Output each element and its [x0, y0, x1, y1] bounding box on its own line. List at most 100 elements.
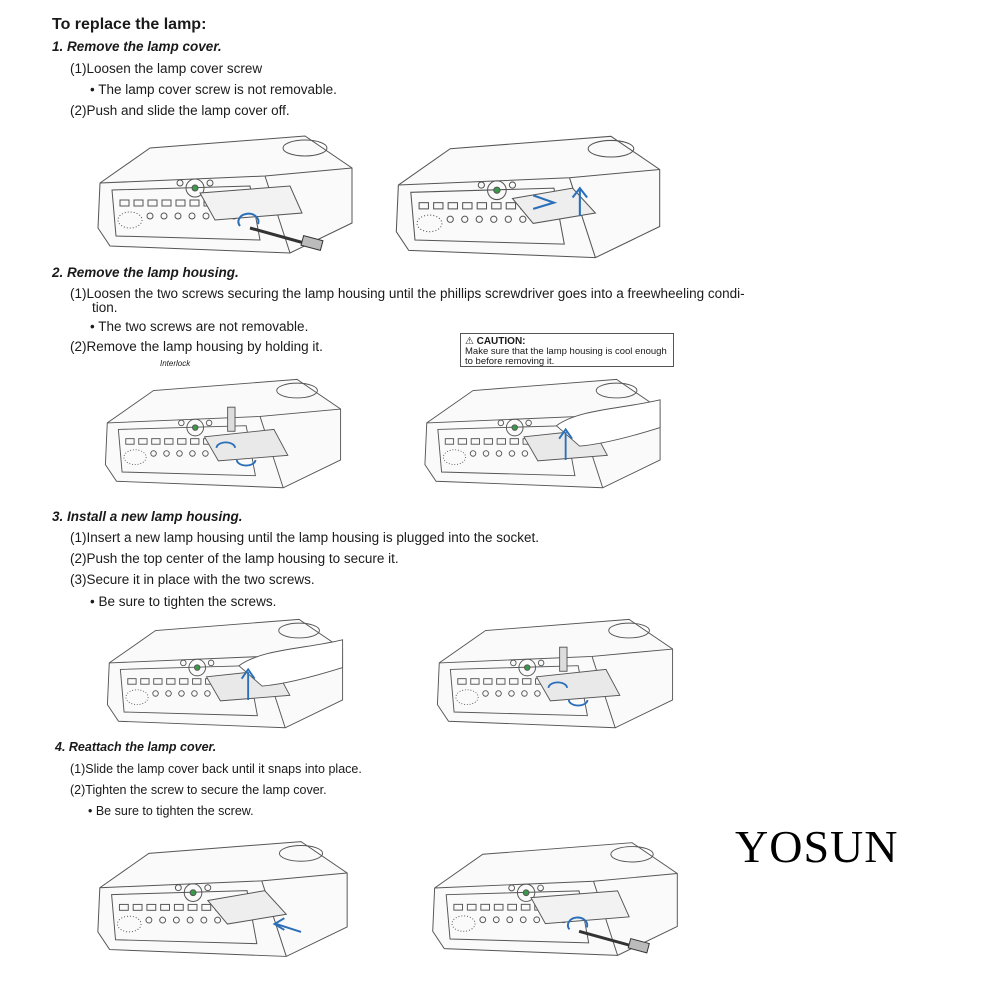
button	[508, 884, 516, 892]
port	[495, 690, 502, 697]
port	[192, 678, 202, 685]
watermark: YOSUN	[735, 821, 899, 872]
port	[175, 199, 186, 207]
button	[174, 884, 182, 892]
port	[166, 678, 176, 685]
port	[480, 903, 490, 911]
port	[495, 450, 503, 457]
port	[506, 916, 514, 924]
projector-illustration-7	[97, 841, 348, 957]
port	[145, 916, 153, 924]
lamp-housing	[535, 668, 621, 702]
hand	[238, 639, 344, 687]
port	[507, 903, 517, 911]
port	[160, 212, 168, 220]
screwdriver-handle	[300, 234, 324, 252]
port	[188, 212, 196, 220]
speaker-vent	[416, 214, 443, 233]
button	[206, 179, 214, 187]
step-3-line-1: (1)Insert a new lamp housing until the l…	[70, 530, 540, 545]
port	[496, 678, 506, 685]
port	[125, 438, 135, 445]
button	[508, 181, 517, 189]
projector-body	[106, 618, 344, 729]
step-2-heading: 2. Remove the lamp housing.	[52, 265, 239, 280]
speaker-vent	[451, 915, 476, 932]
port	[453, 903, 464, 911]
button	[510, 659, 517, 667]
port	[521, 450, 529, 457]
lens	[595, 382, 638, 399]
power-button	[191, 424, 199, 431]
port	[490, 215, 498, 223]
port	[457, 438, 468, 445]
projector-illustration-1	[97, 135, 353, 254]
port	[483, 678, 493, 685]
port	[179, 678, 189, 685]
warning-icon: ⚠	[465, 336, 474, 347]
rotate-arrow	[547, 681, 568, 689]
speaker-vent	[455, 689, 479, 706]
step-3-line-2: (2)Push the top center of the lamp housi…	[70, 551, 399, 566]
port	[418, 202, 429, 210]
port	[521, 690, 528, 697]
port	[202, 450, 209, 457]
projector-illustration-5	[106, 618, 344, 729]
control-pad	[505, 418, 524, 437]
control-pad	[518, 658, 537, 677]
push-arrow	[532, 194, 558, 210]
port	[140, 678, 150, 685]
lift-arrow	[240, 667, 256, 700]
rotate-arrow	[566, 916, 589, 930]
rotate-arrow	[215, 441, 236, 449]
power-button	[523, 664, 531, 671]
button	[178, 419, 185, 427]
button	[205, 419, 213, 427]
rotate-arrow	[237, 212, 260, 227]
power-button	[493, 186, 501, 194]
port	[446, 215, 454, 223]
speaker-vent	[125, 689, 149, 706]
port	[508, 450, 516, 457]
rotate-arrow	[567, 699, 589, 707]
port	[433, 202, 444, 210]
port	[533, 916, 541, 924]
step-4-line-2: (2)Tighten the screw to secure the lamp …	[70, 783, 327, 797]
port	[173, 903, 184, 911]
caution-title: CAUTION:	[476, 336, 526, 347]
projector-illustration-2	[395, 135, 661, 259]
port	[178, 690, 185, 697]
projector-illustration-6	[436, 618, 674, 729]
projector-illustration-8	[432, 842, 678, 956]
power-button	[511, 424, 518, 431]
port	[470, 678, 480, 685]
port	[189, 450, 196, 457]
port	[160, 903, 170, 911]
port	[132, 903, 143, 911]
port	[177, 438, 187, 445]
port	[176, 450, 183, 457]
port	[191, 690, 198, 697]
power-button	[191, 184, 199, 192]
port	[200, 916, 208, 924]
port	[189, 199, 200, 207]
port	[508, 690, 515, 697]
step-2-line-1-cont: tion.	[92, 300, 118, 315]
lamp-cover	[511, 187, 597, 224]
projector-illustration-3	[104, 378, 342, 489]
lens	[282, 139, 328, 157]
speaker-vent	[123, 449, 147, 466]
port	[165, 690, 172, 697]
port	[483, 438, 493, 445]
speaker-vent	[117, 211, 143, 229]
step-1-line-1: (1)Loosen the lamp cover screw	[70, 61, 263, 76]
control-pad	[186, 418, 205, 437]
button	[497, 419, 505, 427]
projector-illustration-4	[424, 378, 661, 489]
port	[522, 678, 532, 685]
port	[159, 916, 167, 924]
step-2-line-1: (1)Loosen the two screws securing the la…	[70, 286, 745, 301]
projector-body	[436, 618, 674, 729]
port	[172, 916, 180, 924]
lens	[278, 622, 320, 639]
